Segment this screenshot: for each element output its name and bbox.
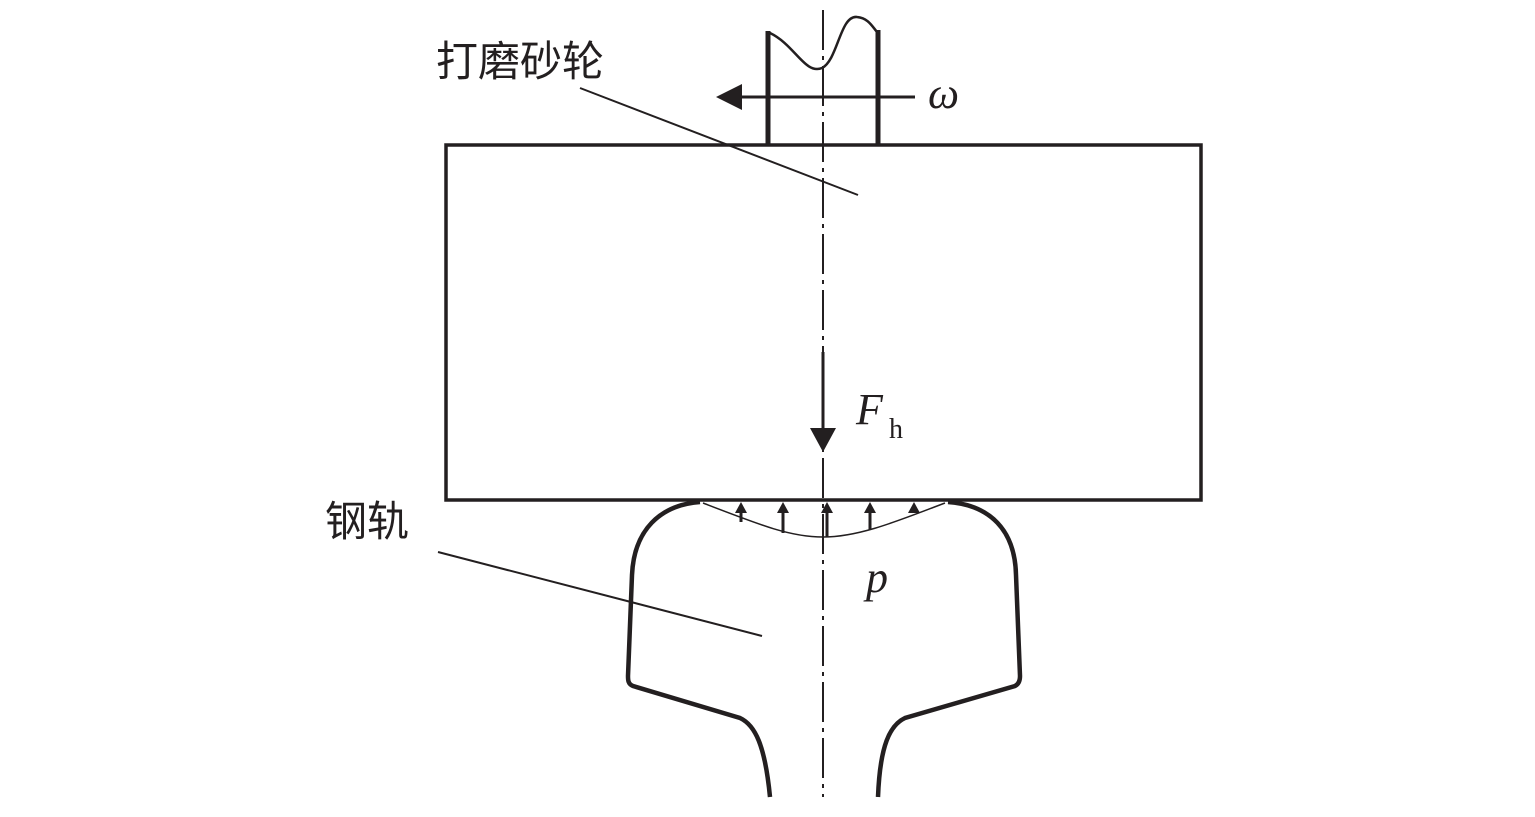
wheel-leader: [579, 87, 859, 196]
pressure-arrowhead: [864, 502, 876, 513]
force-label: F: [855, 385, 884, 434]
pressure-arrowhead: [777, 502, 789, 513]
pressure-arrowhead: [908, 502, 920, 513]
pressure-label: p: [863, 553, 888, 602]
force-subscript: h: [889, 414, 903, 445]
pressure-distribution: [702, 502, 946, 538]
grinding-wheel: [444, 143, 1203, 502]
force-arrowhead: [810, 428, 836, 452]
rail-leader: [437, 551, 763, 637]
shaft-break: [769, 15, 878, 71]
rail-label: 钢轨: [325, 497, 409, 546]
grinding-wheel-label: 打磨砂轮: [436, 37, 604, 86]
pressure-arrowhead: [735, 502, 747, 513]
omega-arrowhead: [716, 84, 742, 110]
pressure-arrowhead: [821, 502, 833, 513]
omega-label: ω: [928, 69, 959, 118]
rail-profile: [625, 499, 1023, 798]
pressure-arrows: [739, 511, 916, 537]
